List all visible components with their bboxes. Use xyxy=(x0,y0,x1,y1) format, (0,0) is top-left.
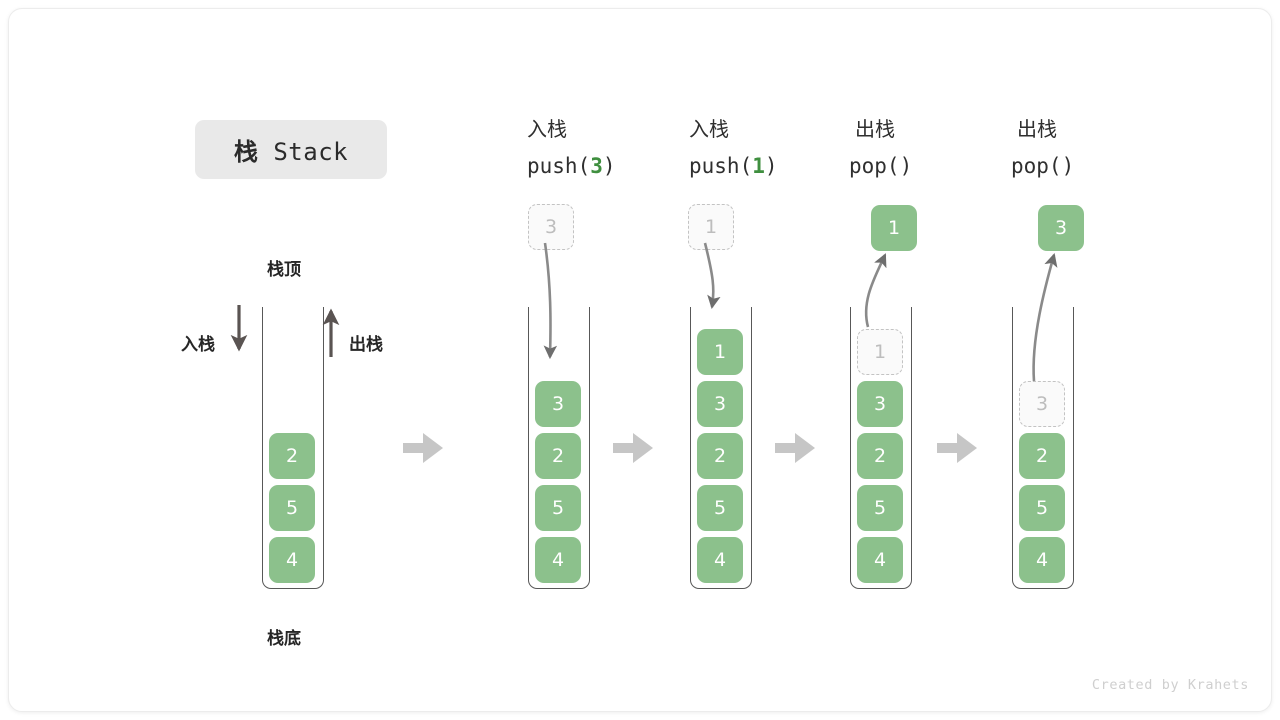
stack-cell: 5 xyxy=(857,485,903,531)
step-code-pop-3: pop() xyxy=(1011,154,1075,178)
stack-cell: 5 xyxy=(535,485,581,531)
stack-container-pop-1 xyxy=(850,307,912,589)
separator-arrow xyxy=(937,433,977,463)
title-text: 栈 Stack xyxy=(234,132,348,167)
stack-cell: 3 xyxy=(857,381,903,427)
separator-arrow xyxy=(403,433,443,463)
watermark: Created by Krahets xyxy=(1091,677,1249,693)
floating-cell-push-1: 1 xyxy=(688,204,734,250)
diagram-card: 栈 Stack 栈顶 栈底 入栈 出栈 2 5 4 入栈 push(3) 3 3… xyxy=(8,8,1272,712)
title-badge: 栈 Stack xyxy=(195,120,387,179)
stack-cell: 5 xyxy=(697,485,743,531)
floating-cell-pop-3: 3 xyxy=(1038,205,1084,251)
stack-cell: 2 xyxy=(857,433,903,479)
stack-container-initial xyxy=(262,307,324,589)
stack-container-push-1 xyxy=(690,307,752,589)
floating-cell-push-3: 3 xyxy=(528,204,574,250)
step-code-pop-1: pop() xyxy=(849,154,913,178)
step-title-pop-1: 出栈 xyxy=(855,117,895,141)
code-arg: 1 xyxy=(752,154,765,178)
label-stack-bottom: 栈底 xyxy=(267,629,301,649)
stack-cell: 4 xyxy=(1019,537,1065,583)
separator-arrow xyxy=(775,433,815,463)
stack-cell: 3 xyxy=(535,381,581,427)
code-arg: 3 xyxy=(590,154,603,178)
separator-arrow xyxy=(613,433,653,463)
stack-container-pop-3 xyxy=(1012,307,1074,589)
title-en: Stack xyxy=(273,138,349,166)
arrows-overlay xyxy=(230,242,1058,463)
stack-cell: 2 xyxy=(535,433,581,479)
stack-cell: 5 xyxy=(1019,485,1065,531)
stack-cell: 1 xyxy=(857,329,903,375)
stack-cell: 4 xyxy=(535,537,581,583)
label-push-side: 入栈 xyxy=(181,335,215,355)
stack-cell: 2 xyxy=(269,433,315,479)
floating-cell-pop-1: 1 xyxy=(871,205,917,251)
stack-container-push-3 xyxy=(528,307,590,589)
step-code-push-1: push(1) xyxy=(689,154,778,178)
label-stack-top: 栈顶 xyxy=(267,260,301,280)
stack-cell: 3 xyxy=(1019,381,1065,427)
step-title-pop-3: 出栈 xyxy=(1017,117,1057,141)
stack-cell: 5 xyxy=(269,485,315,531)
flow-arrow-push-1 xyxy=(703,242,721,310)
stack-cell: 4 xyxy=(269,537,315,583)
stack-cell: 2 xyxy=(697,433,743,479)
step-title-push-1: 入栈 xyxy=(689,117,729,141)
stack-cell: 4 xyxy=(857,537,903,583)
stack-cell: 1 xyxy=(697,329,743,375)
stack-cell: 2 xyxy=(1019,433,1065,479)
step-title-push-3: 入栈 xyxy=(527,117,567,141)
title-cn: 栈 xyxy=(233,138,259,166)
step-code-push-3: push(3) xyxy=(527,154,616,178)
stack-cell: 3 xyxy=(697,381,743,427)
stack-cell: 4 xyxy=(697,537,743,583)
label-pop-side: 出栈 xyxy=(349,335,383,355)
